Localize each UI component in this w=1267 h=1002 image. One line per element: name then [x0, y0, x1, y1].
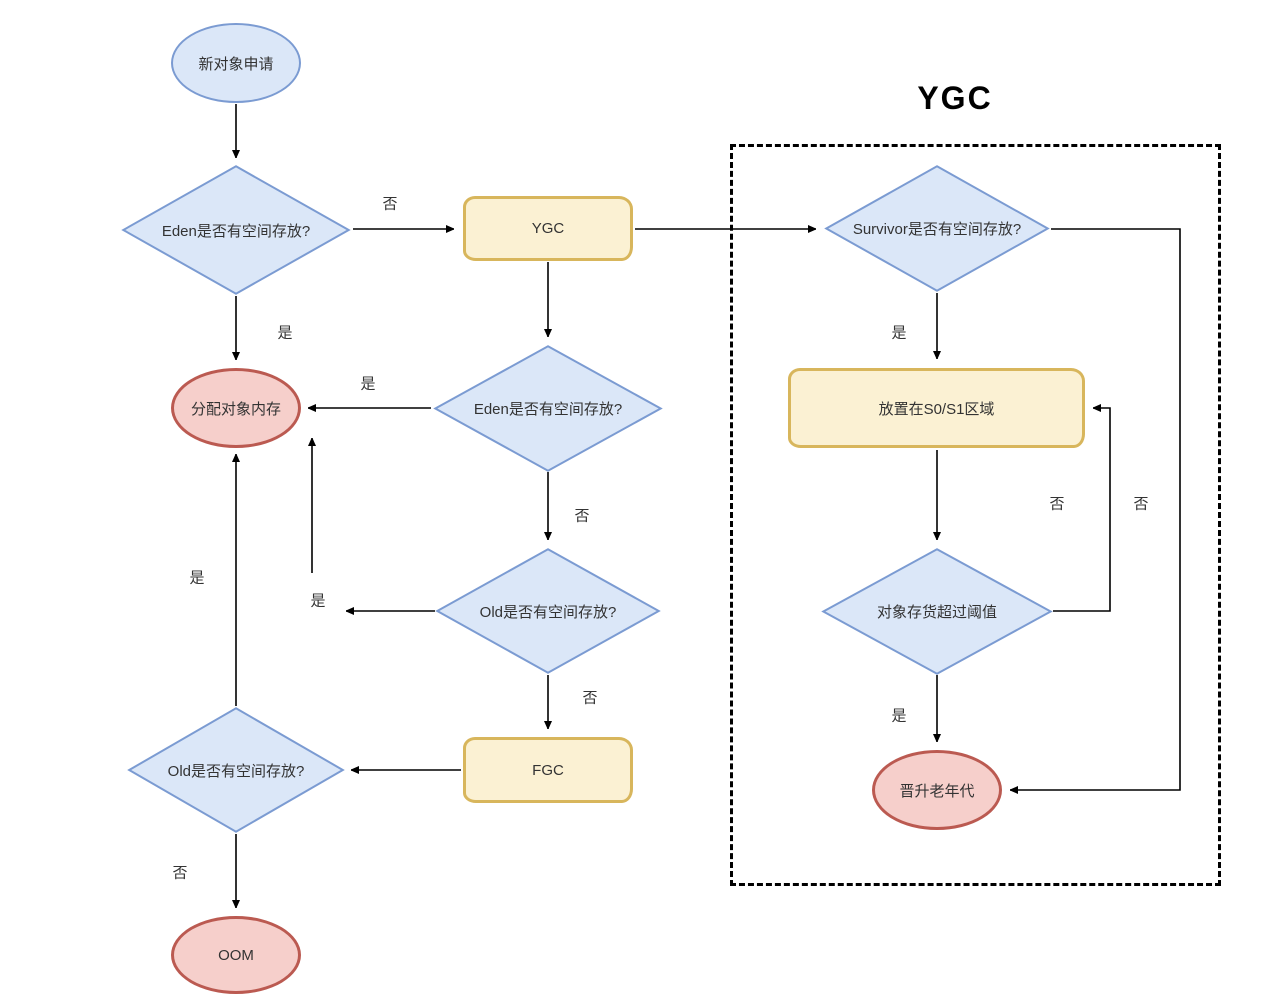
node-threshold-label: 对象存货超过阈值 — [876, 604, 997, 621]
diamond-shape — [824, 165, 1050, 292]
diamond-shape — [127, 707, 345, 833]
node-survivor-decision: Survivor是否有空间存放? — [824, 165, 1050, 292]
node-s0s1-process: 放置在S0/S1区域 — [788, 368, 1085, 448]
ygc-region-boundary — [730, 144, 1221, 886]
node-oom-label: OOM — [218, 946, 254, 964]
edge-label-eden1-yes: 是 — [277, 324, 293, 342]
node-eden2-decision: Eden是否有空间存放? — [433, 345, 663, 472]
node-oldmid-decision: Old是否有空间存放? — [435, 548, 661, 674]
node-promote: 晋升老年代 — [872, 750, 1002, 830]
node-ygc-process: YGC — [463, 196, 633, 261]
diamond-shape — [435, 548, 661, 674]
edge-threshold-no-loop-to-s0s1 — [1053, 408, 1111, 612]
diamond-shape — [121, 165, 351, 295]
edge-label-oldmid-yes: 是 — [310, 592, 326, 610]
node-alloc-label: 分配对象内存 — [190, 400, 281, 418]
diamond-shape — [433, 345, 663, 472]
edge-label-threshold-yes: 是 — [891, 707, 907, 725]
node-start-label: 新对象申请 — [198, 55, 274, 73]
node-oldmid-label: Old是否有空间存放? — [479, 603, 617, 621]
node-oldleft-decision: Old是否有空间存放? — [127, 707, 345, 833]
edge-label-survivor-yes: 是 — [891, 324, 907, 342]
node-promote-label: 晋升老年代 — [899, 782, 975, 800]
node-fgc-process: FGC — [463, 737, 633, 803]
diamond-shape — [821, 548, 1053, 675]
node-start: 新对象申请 — [171, 23, 301, 103]
edge-label-eden1-no: 否 — [382, 195, 398, 213]
node-oldleft-label: Old是否有空间存放? — [167, 762, 305, 780]
node-survivor-label: Survivor是否有空间存放? — [852, 221, 1022, 238]
node-eden2-label: Eden是否有空间存放? — [473, 401, 623, 418]
node-ygc-label: YGC — [531, 220, 565, 237]
edge-label-oldleft-yes: 是 — [189, 569, 205, 587]
edge-label-oldmid-no: 否 — [582, 689, 598, 707]
node-eden1-decision: Eden是否有空间存放? — [121, 165, 351, 295]
edge-label-eden2-no: 否 — [574, 507, 590, 525]
node-s0s1-label: 放置在S0/S1区域 — [878, 400, 995, 418]
edge-survivor-no-to-promote — [1010, 228, 1181, 790]
edge-label-survivor-no: 否 — [1133, 495, 1149, 513]
node-threshold-decision: 对象存货超过阈值 — [821, 548, 1053, 675]
node-alloc: 分配对象内存 — [171, 368, 301, 448]
edge-label-oldleft-no: 否 — [172, 864, 188, 882]
edge-label-eden2-yes: 是 — [360, 375, 376, 393]
edge-label-threshold-no: 否 — [1049, 495, 1065, 513]
node-fgc-label: FGC — [532, 761, 564, 779]
node-eden1-label: Eden是否有空间存放? — [161, 222, 311, 240]
ygc-region-title: YGC — [917, 80, 993, 116]
node-oom: OOM — [171, 916, 301, 994]
